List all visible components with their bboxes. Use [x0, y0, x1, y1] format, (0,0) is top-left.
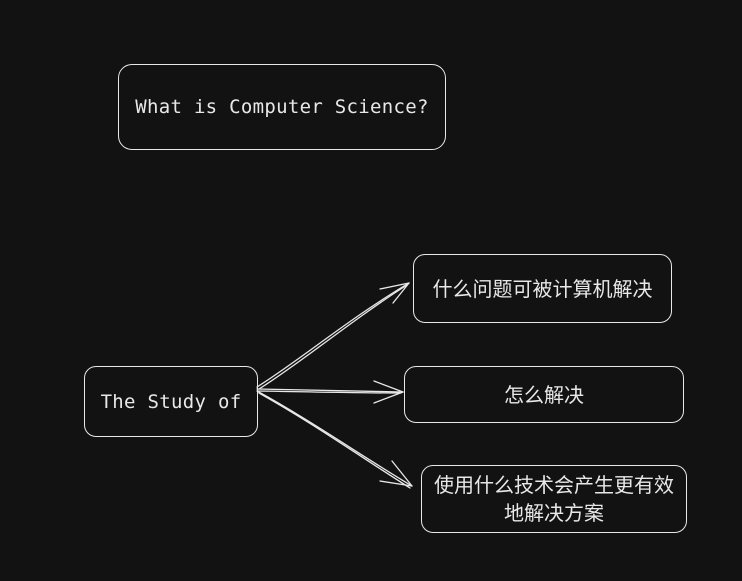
title-box: What is Computer Science?: [118, 64, 446, 150]
title-text: What is Computer Science?: [135, 96, 429, 118]
branch-box-2: 怎么解决: [404, 366, 684, 423]
branch-box-3: 使用什么技术会产生更有效地解决方案: [421, 465, 687, 533]
branch-text-1: 什么问题可被计算机解决: [432, 276, 653, 301]
root-text: The Study of: [100, 390, 242, 413]
arrow-to-branch-2: [256, 380, 404, 404]
branch-box-1: 什么问题可被计算机解决: [413, 254, 672, 323]
arrow-to-branch-1: [256, 282, 410, 390]
root-box: The Study of: [84, 366, 258, 437]
branch-text-2: 怎么解决: [504, 382, 584, 407]
branch-text-3: 使用什么技术会产生更有效地解决方案: [434, 473, 674, 525]
arrow-to-branch-3: [256, 390, 413, 489]
